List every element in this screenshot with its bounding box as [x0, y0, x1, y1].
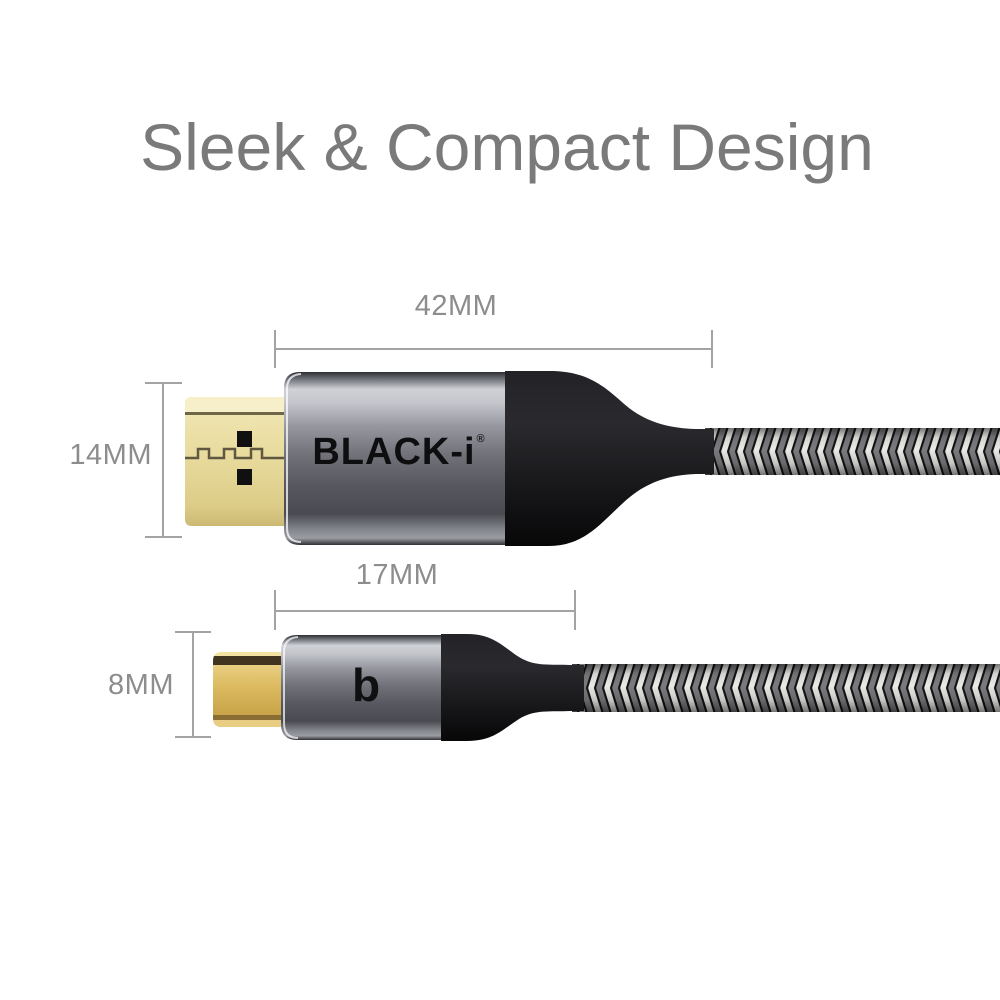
usbc-width-bracket: [274, 590, 576, 630]
hdmi-braid-shading: [705, 428, 1000, 475]
usbc-cable: [213, 634, 1000, 741]
dimension-lines: [145, 330, 713, 738]
page-title: Sleek & Compact Design: [140, 110, 874, 184]
hdmi-height-label: 14MM: [69, 439, 152, 471]
brand-wordmark-text: BLACK-i: [312, 430, 476, 473]
brand-monogram-icon: b: [351, 659, 381, 711]
hdmi-plug-pin-hole-top: [237, 431, 252, 447]
hdmi-gold-plug: [185, 397, 285, 526]
registered-trademark-icon: ®: [476, 433, 486, 445]
brand-wordmark: BLACK-i ®: [312, 431, 484, 473]
hdmi-height-bracket: [145, 382, 182, 538]
usbc-height-bracket: [175, 631, 211, 738]
usbc-width-label: 17MM: [355, 559, 439, 591]
usbc-shell-edge-highlight: [283, 636, 299, 739]
hdmi-shell-edge-highlight: [286, 373, 302, 543]
usbc-gold-plug: [213, 652, 281, 727]
hdmi-plug-seam: [185, 447, 285, 460]
usbc-strain-relief-boot: [441, 634, 584, 741]
hdmi-width-bracket: [274, 330, 713, 368]
hdmi-cable: [185, 371, 1000, 546]
usbc-height-label: 8MM: [108, 669, 174, 701]
hdmi-width-label: 42MM: [414, 290, 498, 322]
hdmi-plug-pin-hole-bottom: [237, 469, 252, 485]
hdmi-metal-shell: [284, 372, 508, 545]
usbc-braid-shading: [572, 664, 1000, 712]
usbc-metal-shell: [281, 635, 447, 740]
hdmi-strain-relief-boot: [505, 371, 714, 546]
